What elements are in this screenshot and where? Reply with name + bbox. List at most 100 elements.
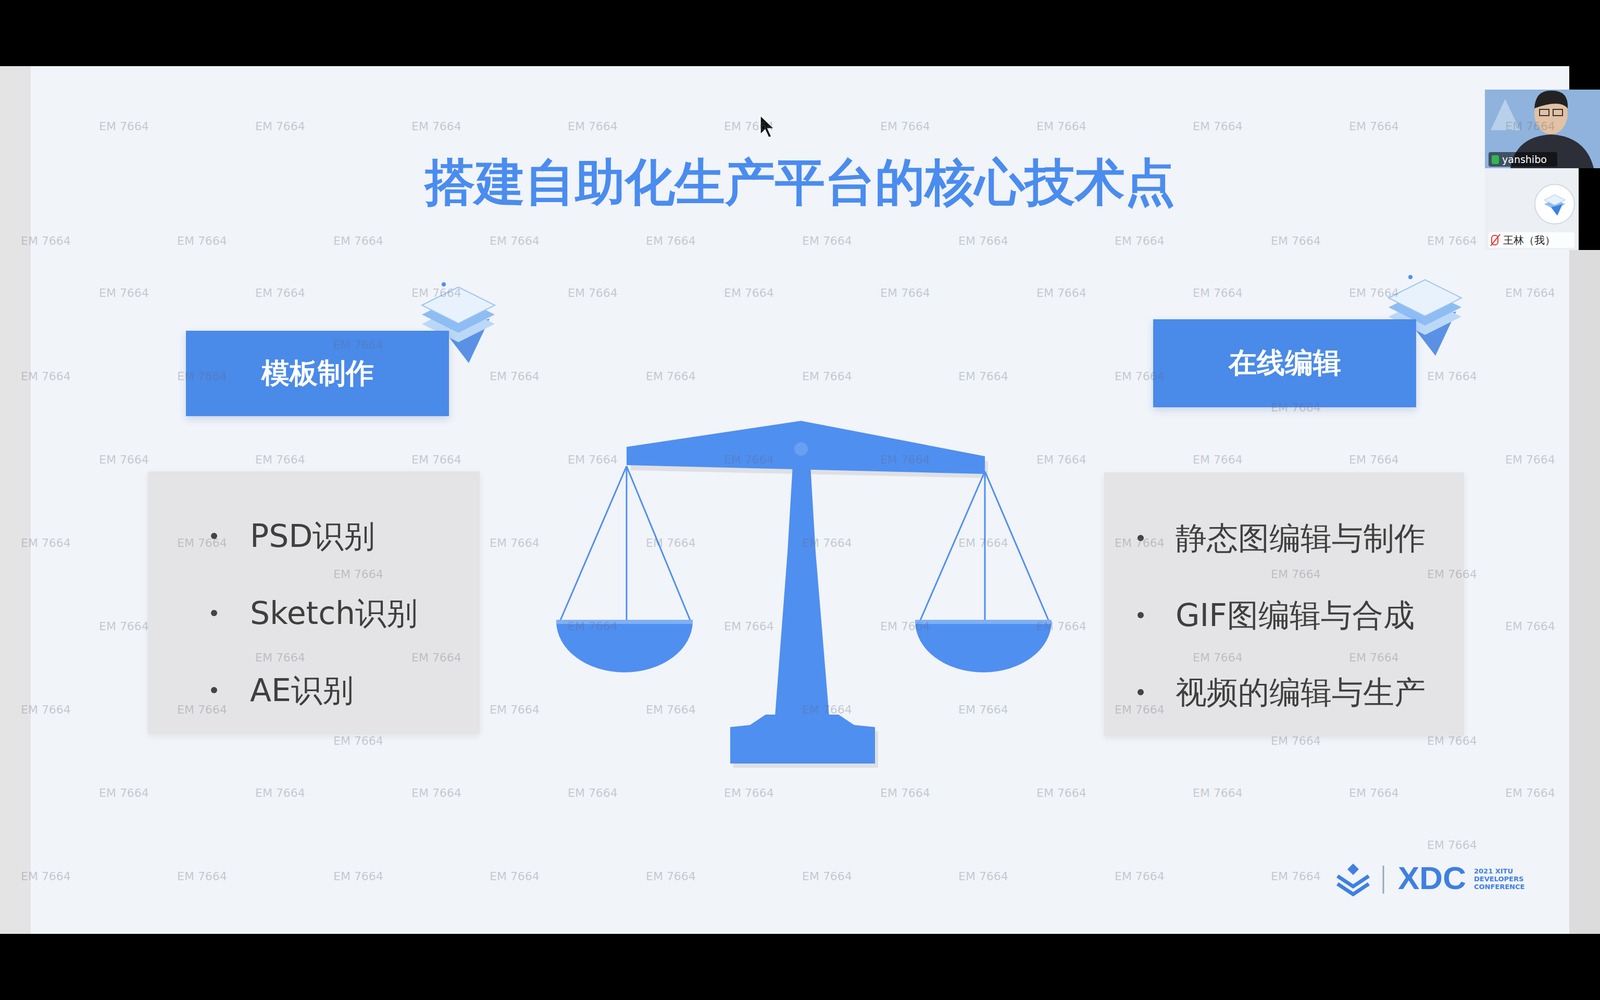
bullet-dot <box>1137 689 1144 696</box>
watermark: EM 7664 <box>1192 453 1243 467</box>
watermark: EM 7664 <box>802 369 853 384</box>
mic-muted-slash <box>1490 234 1500 246</box>
watermark: EM 7664 <box>1114 703 1165 717</box>
scale-post <box>775 465 830 717</box>
watermark: EM 7664 <box>958 369 1009 384</box>
watermark: EM 7664 <box>723 786 774 800</box>
watermark: EM 7664 <box>1192 119 1243 134</box>
person-glasses <box>1539 109 1549 116</box>
watermark: EM 7664 <box>1348 286 1399 300</box>
scale-base <box>730 714 875 764</box>
participant-name: 王林（我） <box>1503 233 1556 247</box>
watermark: EM 7664 <box>802 234 853 248</box>
watermark: EM 7664 <box>958 703 1009 717</box>
watermark: EM 7664 <box>411 119 462 134</box>
watermark: EM 7664 <box>98 619 149 634</box>
watermark: EM 7664 <box>1114 536 1165 550</box>
bullet-dot <box>210 686 218 694</box>
watermark: EM 7664 <box>1270 734 1321 748</box>
watermark: EM 7664 <box>1505 119 1556 134</box>
watermark: EM 7664 <box>1114 869 1165 884</box>
watermark: EM 7664 <box>20 234 71 248</box>
watermark: EM 7664 <box>1427 234 1478 248</box>
watermark: EM 7664 <box>1192 786 1243 800</box>
watermark: EM 7664 <box>567 619 618 634</box>
side-strip <box>1569 250 1600 934</box>
watermark: EM 7664 <box>333 234 384 248</box>
watermark: EM 7664 <box>489 234 540 248</box>
top-bar <box>0 0 1600 67</box>
watermark: EM 7664 <box>1348 651 1399 665</box>
watermark: EM 7664 <box>1192 651 1243 665</box>
watermark: EM 7664 <box>411 651 462 665</box>
watermark: EM 7664 <box>567 453 618 467</box>
watermark: EM 7664 <box>411 286 462 300</box>
tile-background <box>1484 168 1579 250</box>
watermark: EM 7664 <box>645 536 696 550</box>
watermark: EM 7664 <box>1192 286 1243 300</box>
watermark: EM 7664 <box>723 453 774 467</box>
section-tab: 在线编辑 <box>1153 319 1417 408</box>
watermark: EM 7664 <box>1036 619 1087 634</box>
name-pill <box>1488 152 1558 167</box>
watermark: EM 7664 <box>177 536 228 550</box>
watermark: EM 7664 <box>489 536 540 550</box>
bottom-bar <box>0 933 1600 1000</box>
watermark: EM 7664 <box>255 651 306 665</box>
watermark: EM 7664 <box>98 286 149 300</box>
watermark: EM 7664 <box>333 734 384 748</box>
watermark: EM 7664 <box>1427 734 1478 748</box>
watermark: EM 7664 <box>723 286 774 300</box>
watermark: EM 7664 <box>98 119 149 134</box>
watermark: EM 7664 <box>1505 619 1556 634</box>
watermark: EM 7664 <box>255 119 306 134</box>
pan-rim <box>915 619 1052 624</box>
watermark: EM 7664 <box>723 619 774 634</box>
conference-logo <box>1337 863 1384 895</box>
watermark: EM 7664 <box>333 567 384 582</box>
watermark: EM 7664 <box>645 869 696 884</box>
bullet-item: Sketch识别 <box>250 594 418 632</box>
avatar-icon <box>1551 204 1563 216</box>
watermark: EM 7664 <box>880 453 931 467</box>
watermark: EM 7664 <box>1427 567 1478 582</box>
watermark: EM 7664 <box>333 869 384 884</box>
watermark: EM 7664 <box>255 286 306 300</box>
watermark: EM 7664 <box>880 119 931 134</box>
watermark: EM 7664 <box>1427 838 1478 853</box>
bullet-item: AE识别 <box>250 671 354 709</box>
person-hair <box>1534 90 1568 109</box>
mic-icon <box>1491 155 1499 165</box>
watermark: EM 7664 <box>177 869 228 884</box>
logo-subtitle: 2021 XITU DEVELOPERS CONFERENCE <box>1473 867 1533 892</box>
logo-wordmark: XDC <box>1397 861 1467 895</box>
item-panel: PSD识别Sketch识别AE识别 <box>147 471 480 734</box>
watermark: EM 7664 <box>1114 369 1165 384</box>
watermark: EM 7664 <box>1348 786 1399 800</box>
watermark: EM 7664 <box>20 369 71 384</box>
tile-background <box>1484 89 1600 169</box>
watermark: EM 7664 <box>98 786 149 800</box>
watermark: EM 7664 <box>489 369 540 384</box>
video-tile <box>1484 168 1579 250</box>
bullet-dot <box>1137 611 1144 619</box>
icon-dot <box>441 282 446 287</box>
watermark: EM 7664 <box>1036 119 1087 134</box>
watermark: EM 7664 <box>567 286 618 300</box>
watermark: EM 7664 <box>1505 453 1556 467</box>
video-tile <box>1484 89 1600 169</box>
icon-layer <box>1388 279 1462 317</box>
watermark: EM 7664 <box>958 869 1009 884</box>
watermark: EM 7664 <box>645 369 696 384</box>
bullet-row: Sketch识别 <box>147 574 480 652</box>
avatar <box>1534 184 1575 224</box>
watermark: EM 7664 <box>1036 453 1087 467</box>
watermark: EM 7664 <box>1505 786 1556 800</box>
bullet-dot <box>210 609 218 617</box>
watermark: EM 7664 <box>645 234 696 248</box>
balance-scale <box>556 420 1052 768</box>
watermark: EM 7664 <box>411 453 462 467</box>
scale-string <box>626 466 628 622</box>
watermark: EM 7664 <box>958 234 1009 248</box>
